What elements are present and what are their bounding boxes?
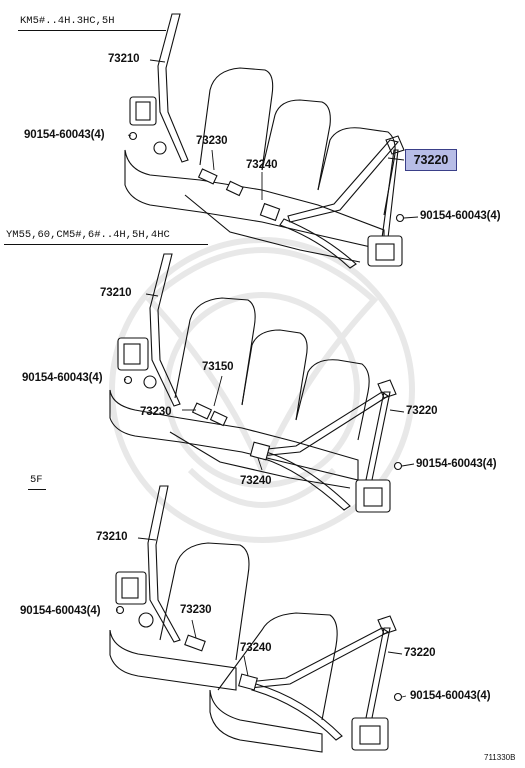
bolt-label-right[interactable]: 90154-60043(4) [410, 690, 491, 702]
part-label-73220[interactable]: 73220 [404, 647, 436, 659]
section-2-drawing [109, 253, 415, 513]
part-label-73240[interactable]: 73240 [240, 642, 272, 654]
section-header-1: KM5#..4H.3HC,5H [20, 15, 115, 27]
bolt-label-left[interactable]: 90154-60043(4) [22, 372, 103, 384]
part-label-73230[interactable]: 73230 [180, 604, 212, 616]
part-label-73230[interactable]: 73230 [196, 135, 228, 147]
section-1-drawing [124, 13, 419, 269]
part-label-73210[interactable]: 73210 [108, 53, 140, 65]
bolt-label-right[interactable]: 90154-60043(4) [416, 458, 497, 470]
section-3-drawing [109, 485, 407, 753]
section-header-3-underline [28, 489, 46, 490]
part-label-73240[interactable]: 73240 [246, 159, 278, 171]
bolt-label-left[interactable]: 90154-60043(4) [20, 605, 101, 617]
part-label-73220[interactable]: 73220 [406, 405, 438, 417]
section-header-2-underline [4, 244, 208, 245]
section-header-3: 5F [30, 474, 43, 486]
part-label-73220-selected[interactable]: 73220 [405, 149, 457, 171]
bolt-label-right[interactable]: 90154-60043(4) [420, 210, 501, 222]
part-label-73210[interactable]: 73210 [96, 531, 128, 543]
diagram-code: 711330B [484, 753, 516, 762]
part-label-73230[interactable]: 73230 [140, 406, 172, 418]
part-label-73150[interactable]: 73150 [202, 361, 234, 373]
section-header-1-underline [18, 30, 166, 31]
part-label-73240[interactable]: 73240 [240, 475, 272, 487]
section-header-2: YM55,60,CM5#,6#..4H,5H,4HC [6, 229, 170, 241]
part-label-73210[interactable]: 73210 [100, 287, 132, 299]
bolt-label-left[interactable]: 90154-60043(4) [24, 129, 105, 141]
